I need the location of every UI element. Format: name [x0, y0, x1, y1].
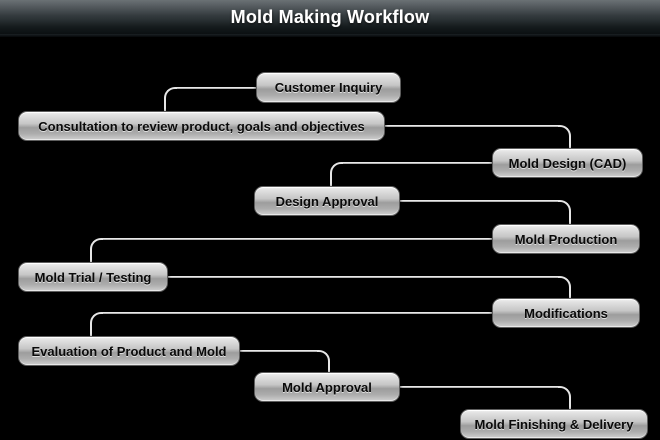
connector-moldproduction-to-moldtrial-elbow	[90, 238, 103, 264]
connector-moldapproval-to-moldfinishing-h	[400, 386, 560, 388]
node-label: Customer Inquiry	[274, 80, 383, 95]
connector-designapproval-to-moldproduction-elbow	[558, 200, 571, 226]
connector-inquiry-to-consultation-elbow	[164, 87, 177, 113]
connector-consultation-to-molddesign-elbow	[558, 125, 571, 150]
connector-moldproduction-to-moldtrial-h	[101, 238, 493, 240]
node-mold-finishing-delivery[interactable]: Mold Finishing & Delivery	[460, 409, 648, 439]
connector-moldapproval-to-moldfinishing-elbow	[558, 386, 571, 411]
connector-inquiry-to-consultation-h	[175, 87, 257, 89]
node-label: Mold Approval	[282, 379, 372, 395]
node-label: Mold Production	[514, 231, 618, 247]
node-design-approval[interactable]: Design Approval	[254, 186, 400, 216]
connector-moldtrial-to-modifications-elbow	[558, 276, 571, 300]
node-label: Design Approval	[275, 193, 379, 209]
connector-modifications-to-evaluation-elbow	[90, 312, 103, 338]
node-label: Mold Design (CAD)	[508, 155, 627, 171]
node-label: Consultation to review product, goals an…	[38, 118, 365, 134]
node-mold-design-cad[interactable]: Mold Design (CAD)	[492, 148, 643, 178]
connector-moldtrial-to-modifications-h	[168, 276, 560, 278]
node-label: Mold Trial / Testing	[34, 269, 152, 285]
connector-evaluation-to-moldapproval-elbow	[317, 350, 330, 374]
connector-consultation-to-molddesign-h	[385, 125, 560, 127]
header-divider	[0, 34, 660, 37]
connector-modifications-to-evaluation-h	[101, 312, 493, 314]
connector-evaluation-to-moldapproval-h	[240, 350, 319, 352]
node-consultation[interactable]: Consultation to review product, goals an…	[18, 111, 385, 141]
node-label: Mold Finishing & Delivery	[474, 416, 634, 432]
node-modifications[interactable]: Modifications	[492, 298, 640, 328]
node-mold-production[interactable]: Mold Production	[492, 224, 640, 254]
connector-molddesign-to-designapproval-h	[341, 162, 493, 164]
node-label: Evaluation of Product and Mold	[31, 343, 227, 359]
node-mold-approval[interactable]: Mold Approval	[254, 372, 400, 402]
node-mold-trial-testing[interactable]: Mold Trial / Testing	[18, 262, 168, 292]
page-title: Mold Making Workflow	[230, 7, 430, 27]
connector-designapproval-to-moldproduction-h	[400, 200, 560, 202]
connector-molddesign-to-designapproval-elbow	[330, 162, 343, 188]
node-evaluation[interactable]: Evaluation of Product and Mold	[18, 336, 240, 366]
node-label: Modifications	[524, 305, 608, 321]
node-customer-inquiry[interactable]: Customer Inquiry	[256, 72, 401, 103]
